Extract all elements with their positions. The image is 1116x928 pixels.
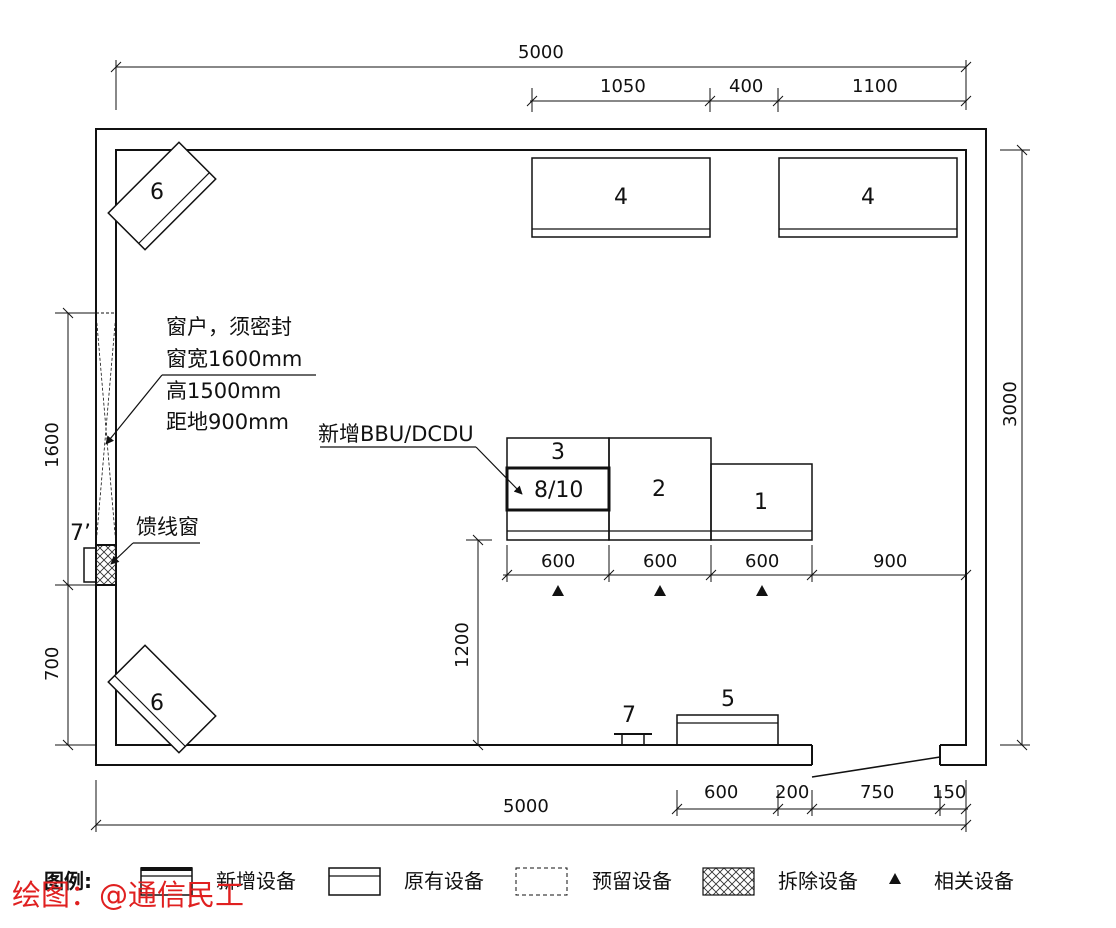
feeder-note-leader xyxy=(110,542,200,565)
legend-existing-label: 原有设备 xyxy=(404,869,484,893)
equipment-7-prime xyxy=(83,547,97,583)
equipment-4-left xyxy=(531,157,711,238)
equipment-5 xyxy=(676,714,779,746)
legend-reserved-symbol xyxy=(515,867,568,896)
related-marker-1 xyxy=(552,585,564,596)
equipment-6-bottom xyxy=(107,644,217,754)
dim-cab-600-3: 600 xyxy=(745,551,779,572)
dim-cab-600-1: 600 xyxy=(541,551,575,572)
label-2: 2 xyxy=(652,477,666,502)
label-3: 3 xyxy=(551,440,565,465)
legend-new-label: 新增设备 xyxy=(216,869,296,893)
dim-left-1600: 1600 xyxy=(42,422,63,468)
legend-new-symbol xyxy=(140,867,193,896)
related-marker-3 xyxy=(756,585,768,596)
legend-related-symbol xyxy=(889,873,901,884)
note-new-bbu: 新增BBU/DCDU xyxy=(318,422,474,446)
equipment-7 xyxy=(614,733,652,745)
dim-cab-600-2: 600 xyxy=(643,551,677,572)
equipment-6-top xyxy=(107,141,217,251)
note-window-1: 窗户，须密封 xyxy=(166,315,292,339)
label-4-right: 4 xyxy=(861,185,875,210)
label-8-10: 8/10 xyxy=(534,478,583,503)
label-4-left: 4 xyxy=(614,185,628,210)
legend-removed-symbol xyxy=(702,867,755,896)
dimension-lines xyxy=(55,60,1030,832)
note-feeder-window: 馈线窗 xyxy=(136,515,199,539)
watermark: 绘图：@通信民工 xyxy=(12,878,244,912)
dim-top-1100: 1100 xyxy=(852,76,898,97)
window xyxy=(95,312,117,546)
dim-bottom-200: 200 xyxy=(775,782,809,803)
related-marker-2 xyxy=(654,585,666,596)
dim-top-1050: 1050 xyxy=(600,76,646,97)
legend-reserved-label: 预留设备 xyxy=(592,869,672,893)
dim-bottom-150: 150 xyxy=(932,782,966,803)
equipment-4-right xyxy=(778,157,958,238)
feeder-window xyxy=(95,544,117,586)
dim-right-total: 3000 xyxy=(1000,381,1021,427)
legend-removed-label: 拆除设备 xyxy=(778,869,858,893)
room-walls xyxy=(95,128,987,778)
legend-existing-symbol xyxy=(328,867,381,896)
dim-top-400: 400 xyxy=(729,76,763,97)
dim-cab-900: 900 xyxy=(873,551,907,572)
dim-bottom-total: 5000 xyxy=(503,796,549,817)
label-7-prime: 7’ xyxy=(70,521,91,546)
label-5: 5 xyxy=(721,687,735,712)
dim-bottom-750: 750 xyxy=(860,782,894,803)
dim-bottom-600: 600 xyxy=(704,782,738,803)
note-window-3: 高1500mm xyxy=(166,379,281,403)
dim-inner-1200: 1200 xyxy=(452,622,473,668)
legend-title: 图例: xyxy=(44,869,92,893)
note-window-4: 距地900mm xyxy=(166,410,289,434)
label-6-bottom: 6 xyxy=(150,691,164,716)
dim-top-total: 5000 xyxy=(518,42,564,63)
dim-left-700: 700 xyxy=(42,647,63,681)
note-window-2: 窗宽1600mm xyxy=(166,347,302,371)
label-1: 1 xyxy=(754,490,768,515)
legend-related-label: 相关设备 xyxy=(934,869,1014,893)
window-note-leader xyxy=(105,374,316,445)
label-7: 7 xyxy=(622,703,636,728)
bbu-note-leader xyxy=(320,446,523,495)
label-6-top: 6 xyxy=(150,180,164,205)
equipment-1 xyxy=(710,463,813,541)
